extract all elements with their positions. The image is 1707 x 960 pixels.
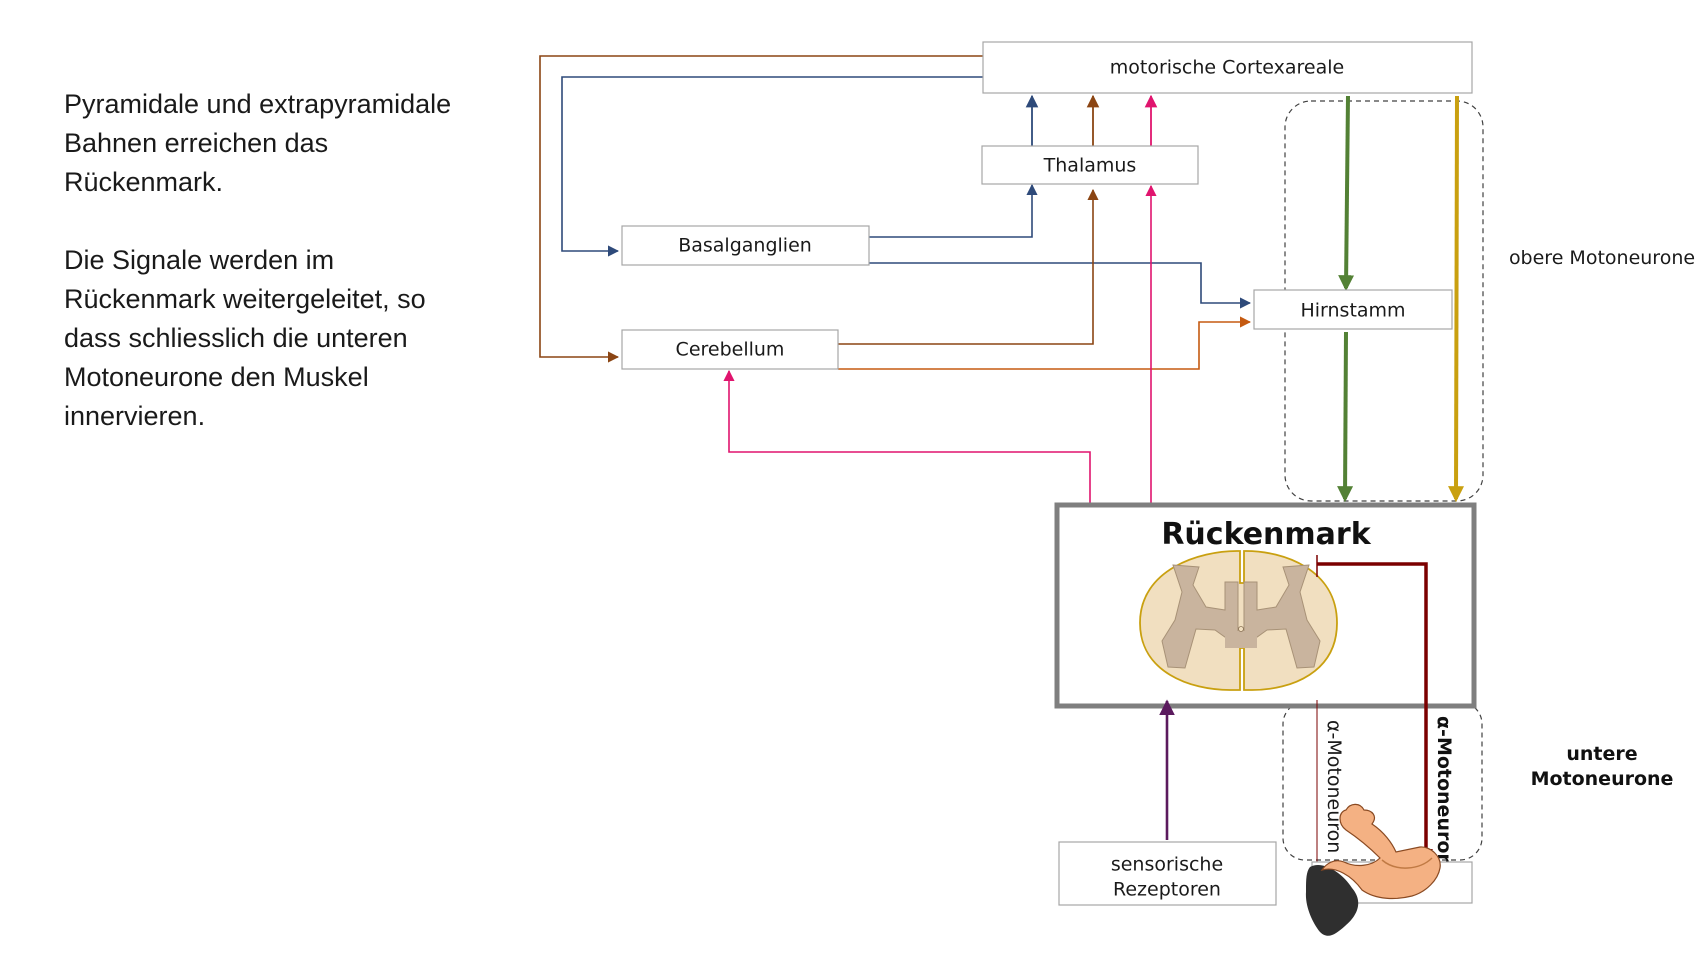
basal-ganglia-box: Basalganglien (621, 225, 870, 266)
cerebellum-label: Cerebellum (676, 339, 785, 361)
alpha-motoneuron-bold-path (1317, 562, 1433, 863)
cerebellum-box: Cerebellum (621, 329, 839, 370)
intro-line: Pyramidale und extrapyramidale (64, 89, 451, 119)
cerebellum-to-thalamus-path (838, 188, 1099, 345)
cortex-label: motorische Cortexareale (1110, 57, 1345, 79)
sensory-receptors-label-line2: Rezeptoren (1113, 879, 1221, 901)
spinal-to-cerebellum-path (723, 369, 1091, 505)
intro-line: dass schliesslich die unteren (64, 323, 408, 353)
basal-to-thalamus-path (869, 183, 1038, 238)
cortex-to-spinal-gold-path (1448, 95, 1465, 503)
basal-ganglia-label: Basalganglien (678, 235, 812, 257)
cerebellum-to-brainstem-path (838, 316, 1252, 370)
spinal-cord-box: Rückenmark (1054, 502, 1477, 709)
intro-line: innervieren. (64, 401, 205, 431)
muscle-icon (1305, 803, 1441, 936)
lower-motoneurons-label-line1: untere (1566, 743, 1637, 765)
intro-line: Die Signale werden im (64, 245, 334, 275)
cortex-box: motorische Cortexareale (982, 41, 1473, 94)
thalamus-box: Thalamus (981, 145, 1199, 185)
sensory-receptors-box: sensorische Rezeptoren (1058, 841, 1277, 906)
cortex-to-brainstem-green-path (1338, 95, 1355, 292)
intro-line: Bahnen erreichen das (64, 128, 328, 158)
alpha-motoneuron-bold-label: α-Motoneuron (1433, 716, 1455, 867)
brainstem-box: Hirnstamm (1253, 289, 1453, 330)
intro-line: Rückenmark. (64, 167, 223, 197)
brainstem-label: Hirnstamm (1300, 300, 1405, 322)
intro-line: Motoneurone den Muskel (64, 362, 369, 392)
spinal-cord-title: Rückenmark (1161, 517, 1371, 552)
sensory-receptors-label-line1: sensorische (1111, 854, 1223, 876)
upper-motoneurons-label: obere Motoneurone (1509, 247, 1695, 269)
lower-motoneurons-label-line2: Motoneurone (1531, 768, 1674, 790)
cortex-to-cerebellum-path (539, 55, 983, 363)
spinal-cord-cross-section (1139, 550, 1338, 691)
alpha-motoneuron-thin-label: α-Motoneuron (1323, 720, 1345, 853)
upper-motoneuron-group (1284, 100, 1484, 502)
basal-to-brainstem-path (869, 262, 1252, 309)
brainstem-to-spinal-green-path (1337, 331, 1354, 503)
intro-line: Rückenmark weitergeleitet, so (64, 284, 426, 314)
intro-text: Pyramidale und extrapyramidale Bahnen er… (64, 89, 451, 431)
thalamus-label: Thalamus (1043, 155, 1137, 177)
cortex-to-basal-path (561, 76, 983, 257)
